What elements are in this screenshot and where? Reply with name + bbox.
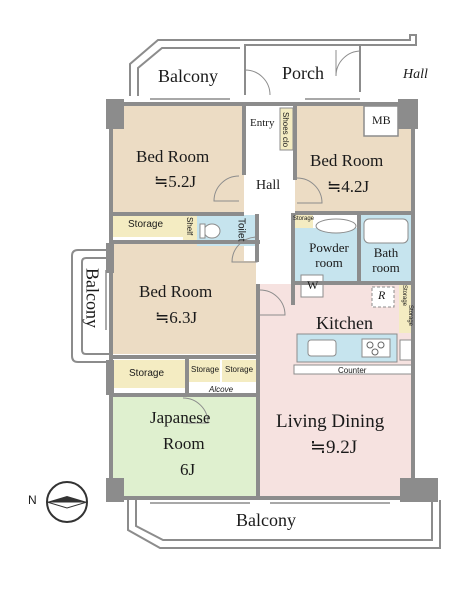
hall-outside-label: Hall — [403, 67, 428, 82]
storage-small-floor — [293, 214, 313, 228]
mb-label: MB — [372, 113, 391, 127]
storage-3-floor — [188, 360, 220, 382]
hall-inner-label: Hall — [256, 178, 281, 193]
storage-3-label: Storage — [191, 365, 220, 374]
storage-4-label: Storage — [225, 365, 254, 374]
bedroom-3-name: Bed Room — [139, 282, 213, 301]
japanese-room-name-1: Japanese — [150, 408, 211, 427]
bedroom-2-name: Bed Room — [310, 151, 384, 170]
walls — [109, 102, 415, 500]
kitchen-side-box — [399, 339, 413, 361]
japanese-room-floor — [113, 396, 256, 497]
porch-label: Porch — [282, 63, 324, 83]
living-floor-upper — [259, 365, 413, 497]
wall-corners — [106, 99, 438, 502]
toilet-bowl — [203, 223, 221, 239]
bedroom-3-size: ≒6.3J — [155, 308, 198, 327]
burner-1 — [366, 341, 374, 349]
balcony-side-outline — [71, 249, 110, 363]
entry-label: Entry — [250, 117, 275, 129]
refrigerator-label: R — [378, 288, 386, 302]
balcony-bottom-label: Balcony — [236, 510, 296, 530]
bedroom-1-name: Bed Room — [136, 147, 210, 166]
kitchen-sink — [307, 339, 337, 357]
balcony-top-outline — [129, 34, 417, 96]
living-dining-name: Living Dining — [276, 411, 385, 432]
compass-n-label: N — [28, 493, 37, 507]
powder-w-label: W — [307, 278, 319, 292]
alcove-floor — [188, 383, 256, 395]
bedroom-1-size: ≒5.2J — [154, 172, 197, 191]
burner-3 — [371, 348, 379, 356]
storage-2-label: Storage — [129, 368, 165, 379]
shelf-label: Shelf — [185, 217, 195, 236]
storage-1-label: Storage — [128, 219, 164, 230]
shelf-floor — [183, 215, 197, 243]
window-marks — [105, 98, 390, 504]
kitchen-label: Kitchen — [316, 313, 373, 333]
japanese-room-name-2: Room — [163, 434, 205, 453]
balcony-bottom-outline — [127, 500, 441, 549]
washer-box — [300, 274, 324, 298]
counter-label: Counter — [338, 366, 367, 375]
living-dining-size: ≒9.2J — [310, 437, 358, 458]
shoes-closet-label: Shoes clo — [281, 112, 291, 148]
bath-room-label: Bath room — [372, 245, 400, 275]
storage-kitchen-1-label: Storage — [400, 285, 407, 307]
bathtub — [363, 218, 409, 244]
toilet-tank — [199, 223, 206, 239]
washbasin — [315, 218, 357, 234]
burner-2 — [377, 341, 385, 349]
bedroom-1-floor — [113, 106, 244, 213]
stove — [361, 338, 391, 358]
refrigerator-box — [371, 286, 395, 308]
japanese-room-size: 6J — [180, 460, 196, 479]
storage-kitchen-floor — [399, 283, 413, 333]
storage-kitchen-2-label: Storage — [406, 305, 413, 327]
balcony-top-label: Balcony — [158, 66, 218, 86]
bedroom-2-size: ≒4.2J — [327, 177, 370, 196]
door-swings — [182, 50, 362, 424]
balcony-side-label: Balcony — [82, 268, 103, 328]
storage-2-floor — [113, 360, 185, 388]
compass — [46, 481, 88, 523]
storage-1-floor — [113, 215, 183, 237]
toilet-label: Toilet — [235, 218, 247, 242]
storage-4-floor — [222, 360, 256, 382]
alcove-label: Alcove — [209, 385, 234, 394]
storage-small-label: Storage — [293, 216, 315, 222]
powder-room-label: Powder room — [309, 240, 349, 270]
